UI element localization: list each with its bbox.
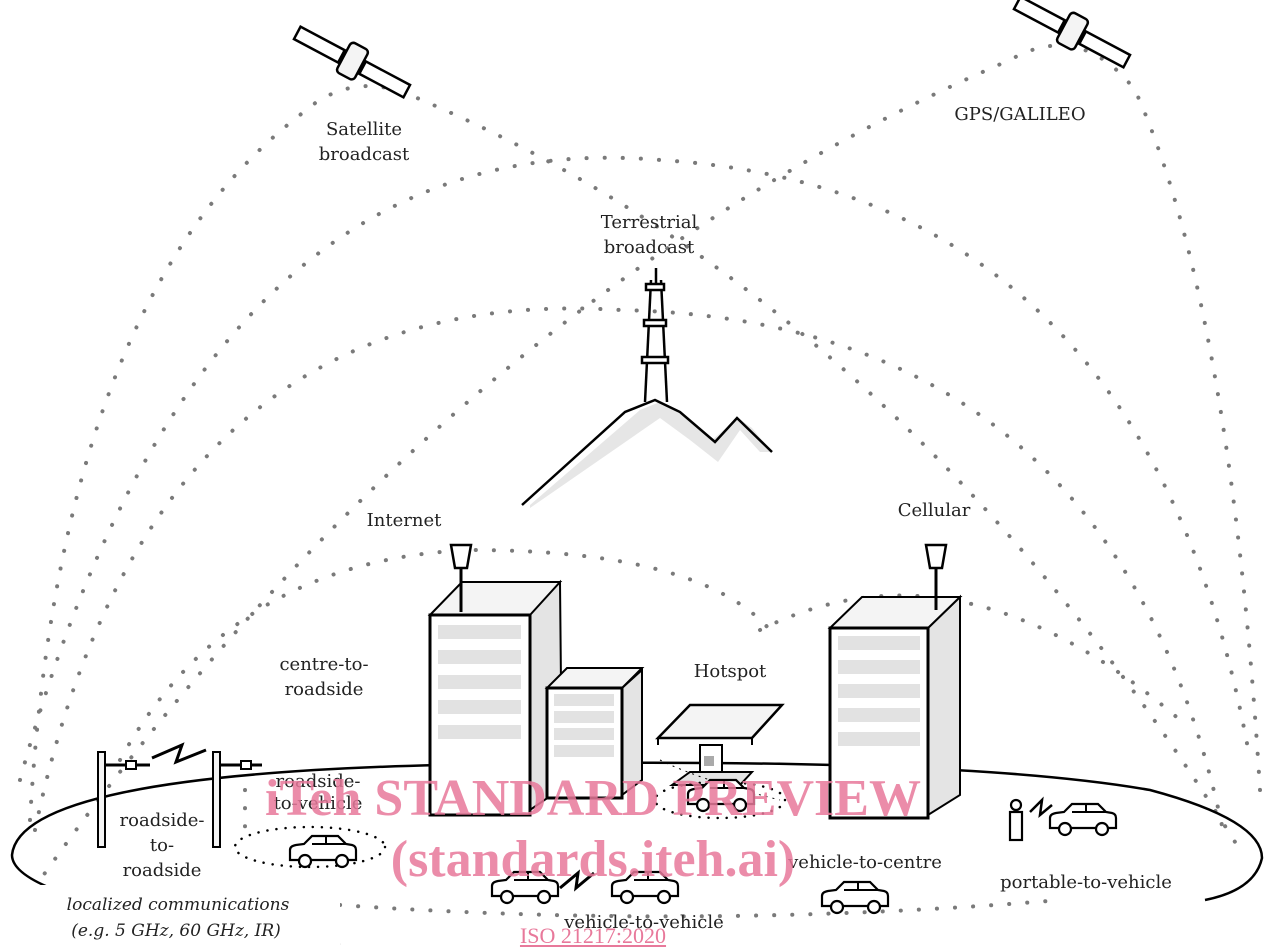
gps-arc: [38, 43, 1262, 882]
label-roadside-to-roadside-1: roadside-: [120, 810, 205, 831]
label-vehicle-to-vehicle: vehicle-to-vehicle: [563, 912, 724, 933]
watermark-site: (standards.iteh.ai): [391, 831, 795, 888]
label-cellular: Cellular: [898, 500, 971, 521]
internet-building: [427, 543, 564, 817]
cellular-arc: [758, 593, 1182, 722]
label-internet: Internet: [367, 510, 442, 531]
roadside-poles: [97, 742, 262, 848]
label-terrestrial-broadcast-2: broadcast: [604, 237, 695, 258]
label-roadside-to-roadside-3: roadside: [123, 860, 202, 881]
label-localized-communications: localized communications: [67, 895, 290, 915]
label-roadside-to-vehicle-2: to-vehicle: [274, 793, 363, 814]
v2v-signal-icon: [559, 869, 595, 892]
label-roadside-to-vehicle-1: roadside-: [276, 771, 361, 792]
satellite-broadcast-arc: [28, 84, 1242, 852]
person-icon: [1008, 798, 1024, 842]
label-satellite-broadcast-1: Satellite: [326, 119, 402, 140]
label-terrestrial-broadcast-1: Terrestrial: [601, 212, 698, 233]
label-centre-to-roadside-1: centre-to-: [279, 654, 368, 675]
satellite-left-icon: [292, 25, 412, 99]
terrestrial-arc-outer: [18, 155, 1252, 782]
label-portable-to-vehicle: portable-to-vehicle: [1000, 872, 1172, 893]
car-icon-portable: [1048, 802, 1118, 837]
terrestrial-arc-inner: [33, 306, 1227, 842]
hotspot-kiosk: [655, 703, 785, 801]
label-roadside-to-roadside-2: to-: [150, 835, 174, 856]
watermark-preview: iTeh STANDARD PREVIEW: [265, 770, 921, 827]
mountain: [521, 398, 773, 508]
small-building: [544, 667, 645, 800]
label-centre-to-roadside-2: roadside: [285, 679, 364, 700]
cellular-building: [827, 543, 963, 820]
local-loops: [233, 780, 787, 869]
portable-signal-icon: [1029, 796, 1053, 819]
car-icon-roadside: [288, 834, 358, 869]
local-arc-bottom: [338, 898, 1062, 919]
broadcast-tower: [640, 268, 670, 403]
label-hotspot: Hotspot: [694, 661, 767, 682]
car-icon-v2c: [820, 880, 890, 915]
label-vehicle-to-centre: vehicle-to-centre: [787, 852, 942, 873]
watermark-iso-link[interactable]: ISO 21217:2020: [520, 923, 666, 947]
label-satellite-broadcast-2: broadcast: [319, 144, 410, 165]
label-localized-frequencies: (e.g. 5 GHz, 60 GHz, IR): [71, 921, 281, 941]
label-gps-galileo: GPS/GALILEO: [954, 104, 1085, 125]
satellite-right-icon: [1012, 0, 1132, 69]
